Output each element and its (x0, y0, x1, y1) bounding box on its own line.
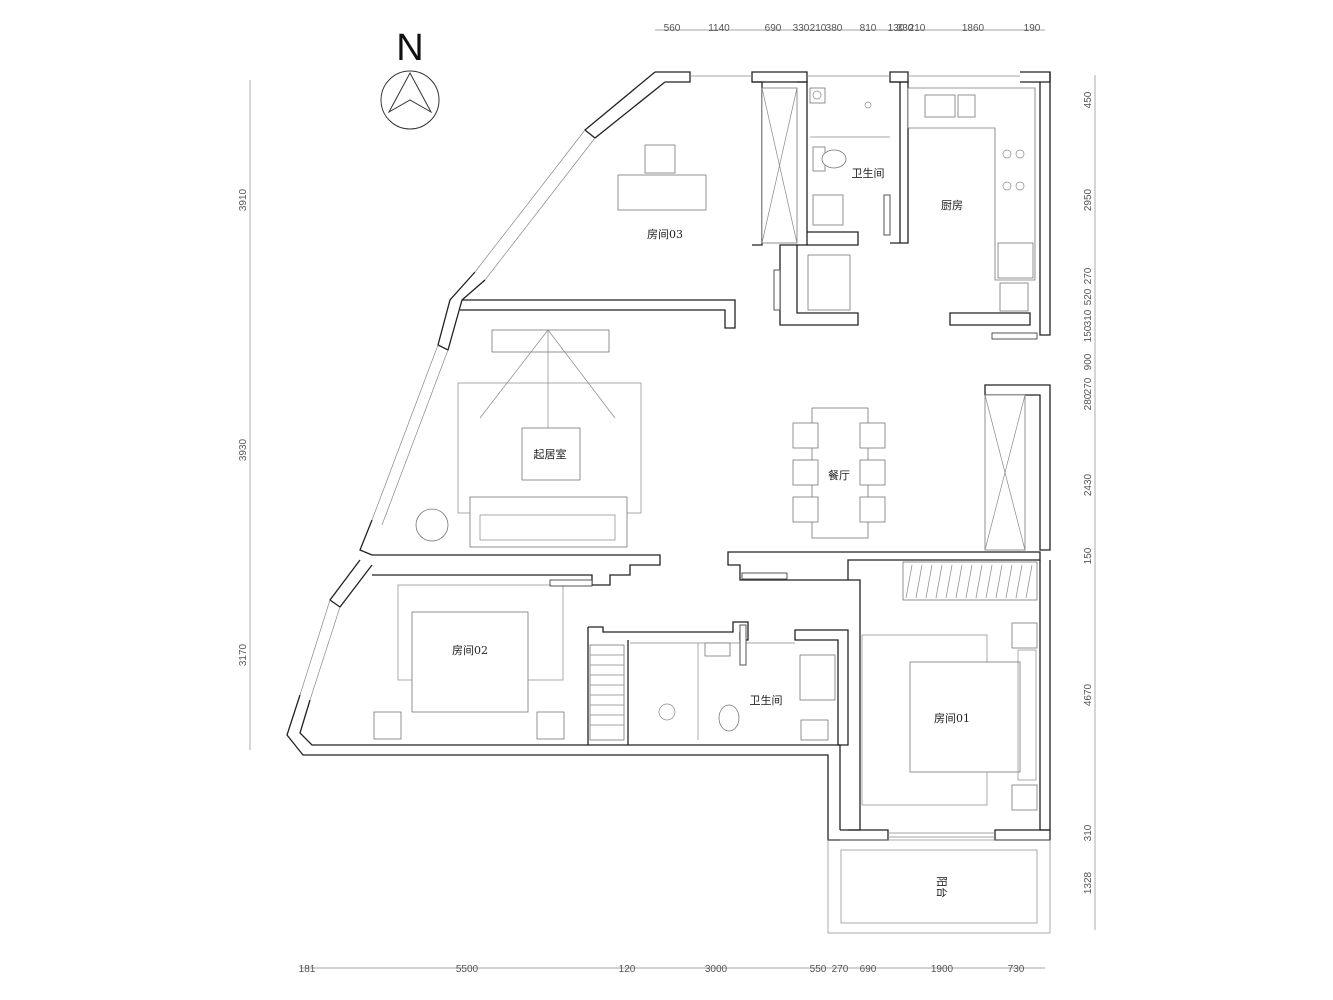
dim-top: 210 (810, 23, 827, 34)
dim-bottom: 270 (832, 964, 849, 975)
dim-right: 900 (1083, 353, 1094, 370)
bathroom-south-fixtures (658, 642, 836, 741)
room02-furniture (373, 584, 565, 740)
top-dimensions: 560 1140 690 330 210 380 810 130 330 210… (664, 23, 1041, 34)
dim-top: 1860 (962, 23, 985, 34)
exterior-walls (286, 71, 1051, 841)
room-label-living: 起居室 (534, 447, 567, 461)
dim-bottom: 120 (619, 964, 636, 975)
dim-right: 310 (1083, 309, 1094, 326)
left-dimensions: 3910 3930 3170 (238, 188, 249, 666)
wardrobes (589, 87, 1038, 741)
room-label-room03: 房间03 (647, 228, 683, 241)
dim-top: 380 (826, 23, 843, 34)
dim-bottom: 181 (299, 964, 316, 975)
dim-top: 210 (909, 23, 926, 34)
bathroom-north-fixtures (809, 87, 890, 226)
dim-bottom: 3000 (705, 964, 728, 975)
dim-top: 810 (860, 23, 877, 34)
room-label-bathroom-north: 卫生间 (852, 166, 885, 180)
room03-furniture (617, 144, 707, 211)
dim-right: 2950 (1083, 188, 1094, 211)
dim-right: 270 (1083, 377, 1094, 394)
room-labels: 房间03 卫生间 厨房 起居室 餐厅 房间02 卫生间 房间01 阳台 (452, 166, 970, 898)
dim-top: 560 (664, 23, 681, 34)
room-label-kitchen: 厨房 (941, 199, 963, 212)
dim-bottom: 5500 (456, 964, 479, 975)
living-room-furniture (415, 329, 642, 548)
dim-right: 4670 (1083, 683, 1094, 706)
kitchen-fixtures (907, 87, 1036, 281)
room-label-dining: 餐厅 (828, 468, 850, 482)
dim-bottom: 550 (810, 964, 827, 975)
right-dimensions: 450 2950 270 520 310 150 900 270 280 243… (1083, 91, 1094, 894)
dim-top: 130 (888, 23, 905, 34)
dim-right: 150 (1083, 325, 1094, 342)
dim-bottom: 690 (860, 964, 877, 975)
balcony (827, 839, 1051, 934)
north-label: N (396, 27, 423, 69)
dim-top: 1140 (708, 23, 730, 34)
dim-left: 3910 (238, 188, 249, 211)
room-label-room02: 房间02 (452, 644, 488, 657)
dim-right: 310 (1083, 824, 1094, 841)
dim-top: 330 (793, 23, 810, 34)
dim-left: 3930 (238, 438, 249, 461)
dim-right: 1328 (1083, 871, 1094, 894)
dim-bottom: 730 (1008, 964, 1025, 975)
dim-top: 330 (897, 23, 914, 34)
dim-right: 520 (1083, 288, 1094, 305)
dim-top: 190 (1024, 23, 1041, 34)
room-label-room01: 房间01 (934, 712, 970, 725)
north-compass: N (380, 27, 440, 130)
dimension-lines (249, 29, 1096, 969)
dim-right: 150 (1083, 547, 1094, 564)
dim-top: 690 (765, 23, 782, 34)
dining-furniture (792, 407, 886, 539)
dim-bottom: 1900 (931, 964, 954, 975)
dim-left: 3170 (238, 643, 249, 666)
room01-furniture (861, 622, 1038, 811)
dim-right: 450 (1083, 91, 1094, 108)
bottom-dimensions: 181 5500 120 3000 550 270 690 1900 730 (299, 964, 1025, 975)
dim-right: 270 (1083, 267, 1094, 284)
dim-right: 280 (1083, 393, 1094, 410)
door-markers (549, 194, 1038, 666)
room-label-bathroom-south: 卫生间 (750, 693, 783, 707)
dim-right: 2430 (1083, 473, 1094, 496)
room-label-balcony: 阳台 (935, 876, 949, 898)
